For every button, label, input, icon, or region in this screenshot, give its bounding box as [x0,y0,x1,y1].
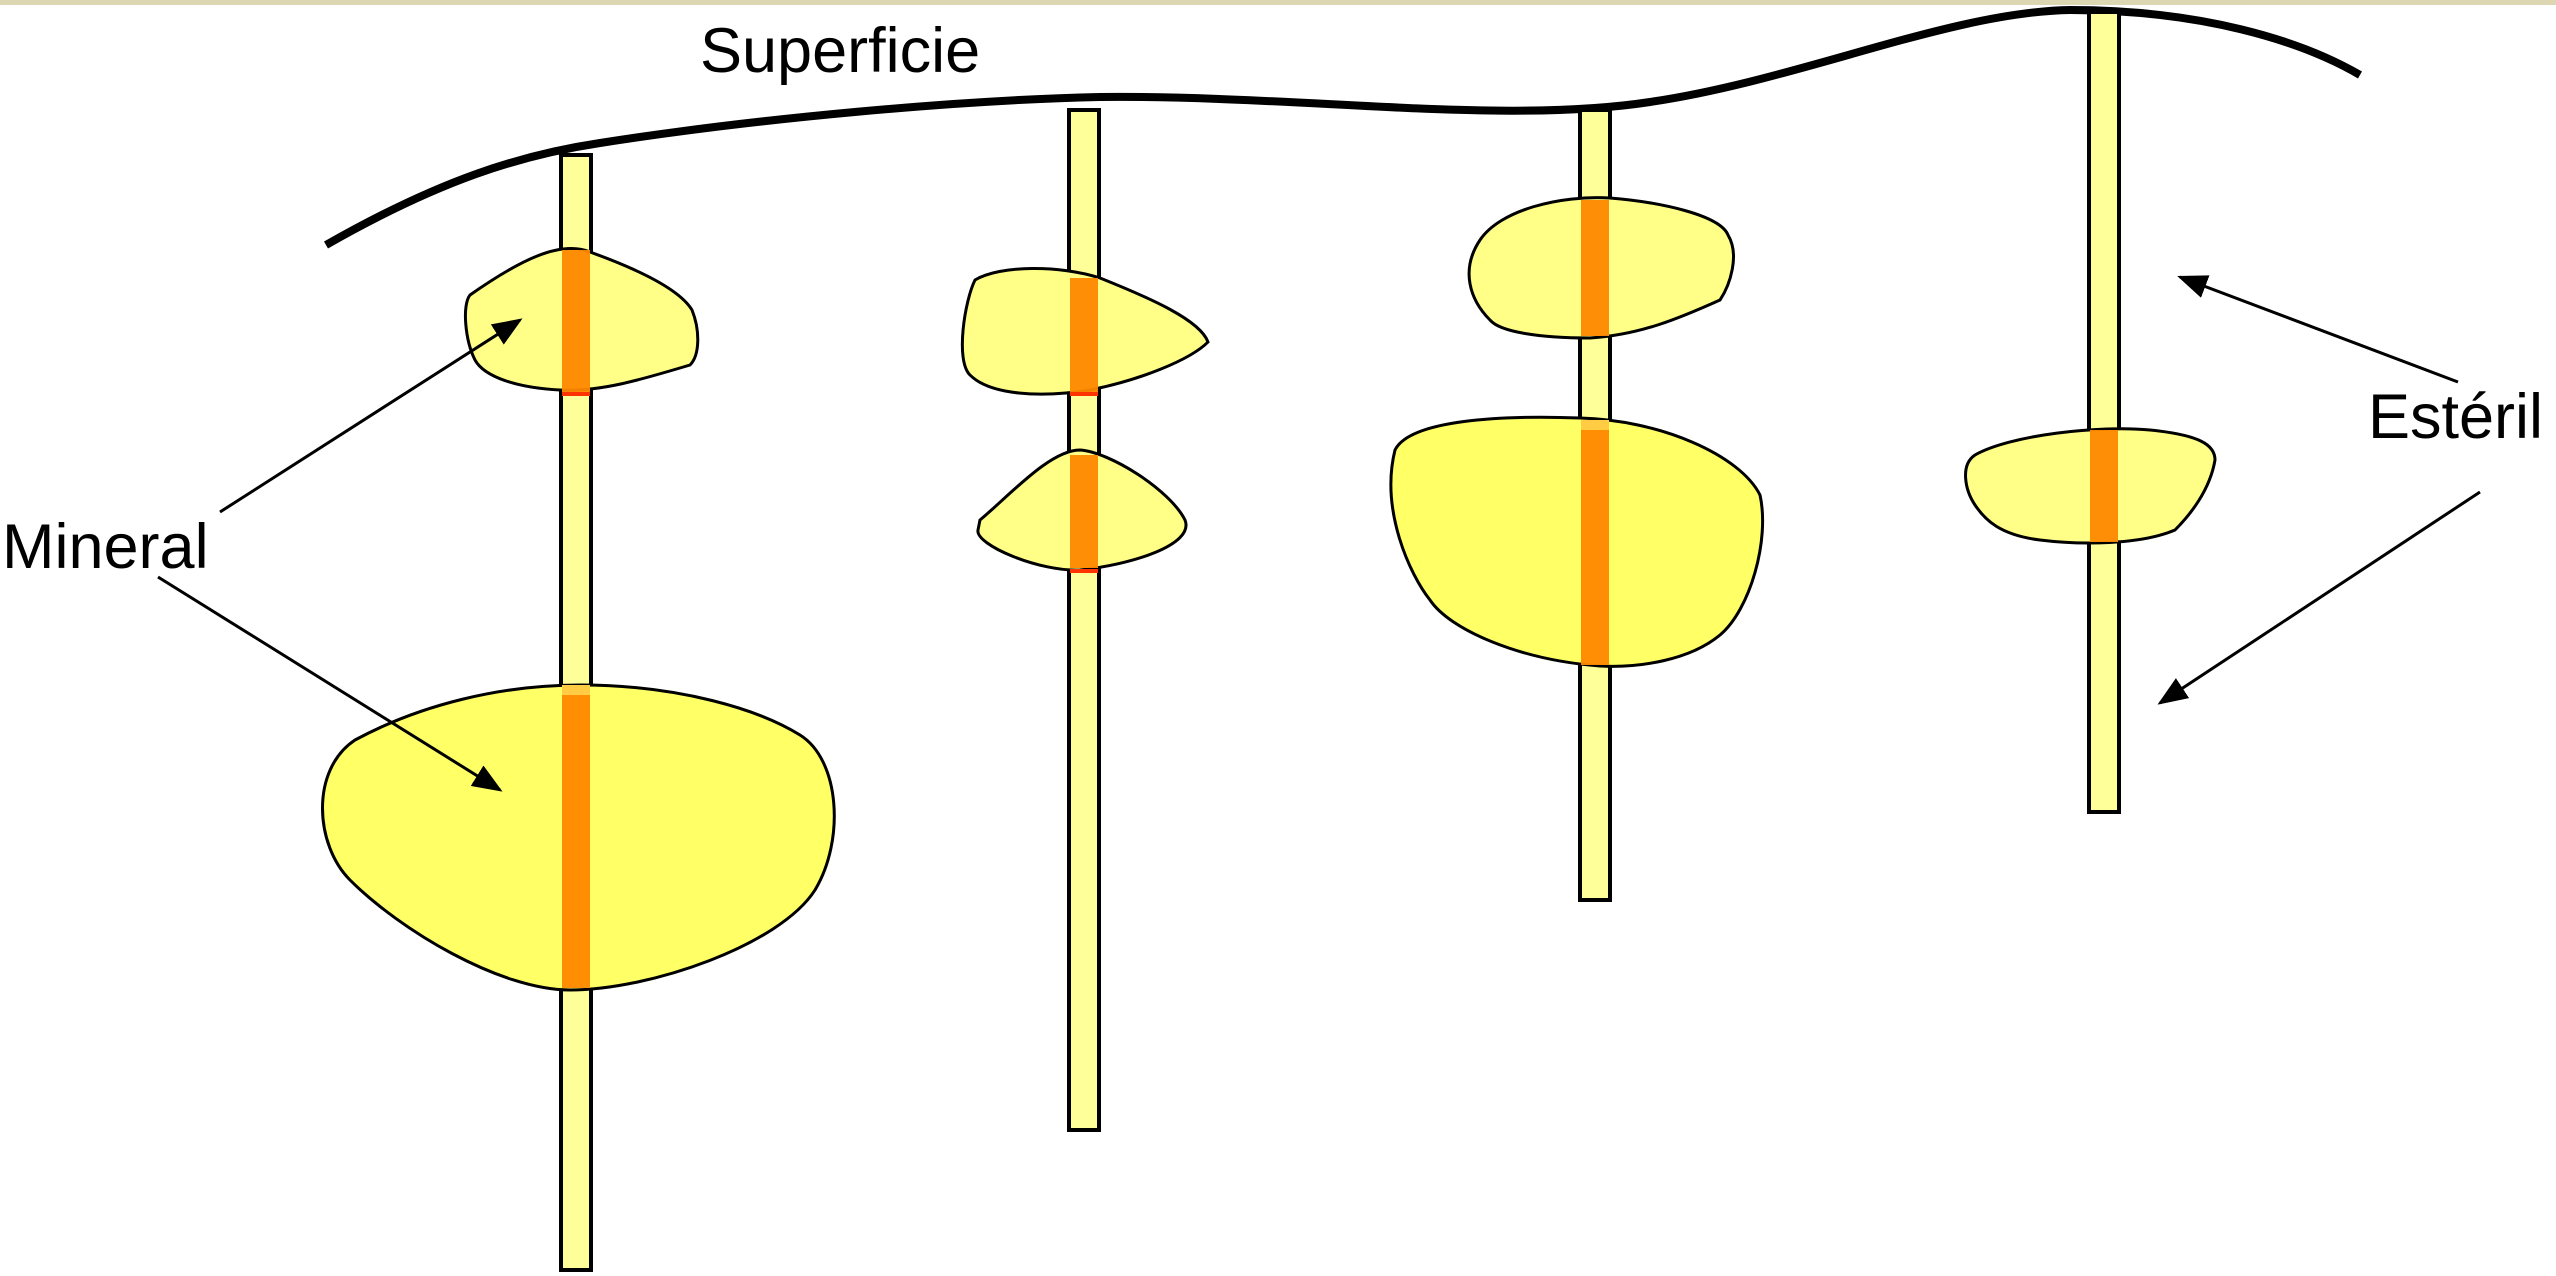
surface-label: Superficie [700,16,980,86]
drillhole-2 [960,108,1210,1132]
drillhole-1 [321,153,836,1272]
drillhole-3 [1389,108,1765,902]
drillhole-shaft [2087,10,2121,814]
ore-arrow-lower [157,575,503,792]
drillhole-shaft [1067,108,1101,1132]
waste-label: Estéril [2368,382,2543,452]
ore-intercept [1070,278,1098,392]
ore-intercept [562,250,590,392]
waste-arrow-lower [2157,490,2481,705]
ore-arrow-upper [219,318,523,514]
waste-arrow-upper [2177,275,2459,384]
ore-intercept [562,690,590,988]
drillhole-4 [1964,10,2217,814]
orebody [1389,415,1765,668]
ore-intercept [1581,425,1609,665]
top-rule [0,0,2556,5]
ore-intercept [1070,455,1098,568]
ore-label: Mineral [2,512,209,582]
surface-line [324,5,2363,249]
ore-intercept [2090,430,2118,542]
ore-intercept [1581,200,1609,336]
